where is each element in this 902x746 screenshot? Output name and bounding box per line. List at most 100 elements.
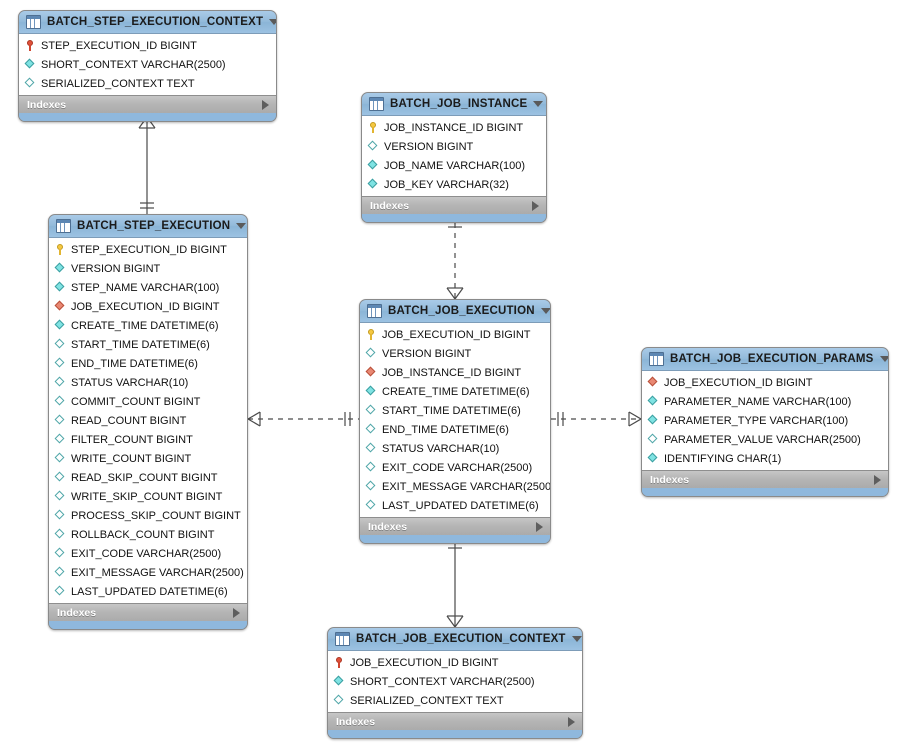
column-row[interactable]: STEP_EXECUTION_ID BIGINT bbox=[49, 240, 247, 259]
column-row[interactable]: START_TIME DATETIME(6) bbox=[360, 401, 550, 420]
entity-header-batch_job_execution_params[interactable]: BATCH_JOB_EXECUTION_PARAMS bbox=[642, 348, 888, 371]
hollow-diamond-icon bbox=[55, 453, 66, 464]
entity-batch_job_execution[interactable]: BATCH_JOB_EXECUTION JOB_EXECUTION_ID BIGI… bbox=[359, 299, 551, 544]
relationship-stepexec-context bbox=[138, 116, 156, 214]
column-row[interactable]: SHORT_CONTEXT VARCHAR(2500) bbox=[19, 55, 276, 74]
column-label: START_TIME DATETIME(6) bbox=[382, 404, 521, 417]
column-label: EXIT_CODE VARCHAR(2500) bbox=[382, 461, 533, 474]
chevron-down-icon[interactable] bbox=[236, 223, 247, 229]
column-row[interactable]: IDENTIFYING CHAR(1) bbox=[642, 449, 888, 468]
column-row[interactable]: EXIT_CODE VARCHAR(2500) bbox=[360, 458, 550, 477]
entity-header-batch_job_execution[interactable]: BATCH_JOB_EXECUTION bbox=[360, 300, 550, 323]
column-row[interactable]: PARAMETER_VALUE VARCHAR(2500) bbox=[642, 430, 888, 449]
column-row[interactable]: JOB_NAME VARCHAR(100) bbox=[362, 156, 546, 175]
chevron-right-icon[interactable] bbox=[568, 716, 575, 727]
column-row[interactable]: WRITE_SKIP_COUNT BIGINT bbox=[49, 487, 247, 506]
indexes-section-batch_step_execution[interactable]: Indexes bbox=[49, 603, 247, 621]
relationship-stepexec-jobexec-ends bbox=[247, 411, 351, 427]
column-row[interactable]: STATUS VARCHAR(10) bbox=[360, 439, 550, 458]
entity-batch_step_execution[interactable]: BATCH_STEP_EXECUTION STEP_EXECUTION_ID BI… bbox=[48, 214, 248, 630]
entity-batch_job_execution_context[interactable]: BATCH_JOB_EXECUTION_CONTEXT JOB_EXECUTION… bbox=[327, 627, 583, 739]
column-row[interactable]: LAST_UPDATED DATETIME(6) bbox=[360, 496, 550, 515]
column-label: COMMIT_COUNT BIGINT bbox=[71, 395, 201, 408]
column-row[interactable]: STEP_NAME VARCHAR(100) bbox=[49, 278, 247, 297]
hollow-diamond-icon bbox=[366, 481, 377, 492]
column-label: STEP_NAME VARCHAR(100) bbox=[71, 281, 220, 294]
hollow-diamond-icon bbox=[55, 472, 66, 483]
chevron-right-icon[interactable] bbox=[874, 474, 881, 485]
column-row[interactable]: CREATE_TIME DATETIME(6) bbox=[360, 382, 550, 401]
entity-header-batch_step_execution_context[interactable]: BATCH_STEP_EXECUTION_CONTEXT bbox=[19, 11, 276, 34]
column-row[interactable]: PROCESS_SKIP_COUNT BIGINT bbox=[49, 506, 247, 525]
chevron-down-icon[interactable] bbox=[571, 636, 582, 642]
column-label: STEP_EXECUTION_ID BIGINT bbox=[41, 39, 197, 52]
column-row[interactable]: START_TIME DATETIME(6) bbox=[49, 335, 247, 354]
indexes-section-batch_job_execution[interactable]: Indexes bbox=[360, 517, 550, 535]
column-label: LAST_UPDATED DATETIME(6) bbox=[71, 585, 228, 598]
entity-columns-batch_job_execution_params: JOB_EXECUTION_ID BIGINT PARAMETER_NAME VA… bbox=[642, 371, 888, 470]
column-row[interactable]: JOB_INSTANCE_ID BIGINT bbox=[362, 118, 546, 137]
column-label: IDENTIFYING CHAR(1) bbox=[664, 452, 782, 465]
column-row[interactable]: SHORT_CONTEXT VARCHAR(2500) bbox=[328, 672, 582, 691]
column-row[interactable]: PARAMETER_TYPE VARCHAR(100) bbox=[642, 411, 888, 430]
column-row[interactable]: END_TIME DATETIME(6) bbox=[49, 354, 247, 373]
chevron-right-icon[interactable] bbox=[262, 99, 269, 110]
entity-header-batch_step_execution[interactable]: BATCH_STEP_EXECUTION bbox=[49, 215, 247, 238]
chevron-down-icon[interactable] bbox=[540, 308, 550, 314]
column-label: SHORT_CONTEXT VARCHAR(2500) bbox=[350, 675, 535, 688]
column-row[interactable]: READ_COUNT BIGINT bbox=[49, 411, 247, 430]
column-row[interactable]: VERSION BIGINT bbox=[49, 259, 247, 278]
chevron-right-icon[interactable] bbox=[532, 200, 539, 211]
entity-batch_job_instance[interactable]: BATCH_JOB_INSTANCE JOB_INSTANCE_ID BIGINT… bbox=[361, 92, 547, 223]
hollow-diamond-icon bbox=[368, 141, 379, 152]
column-row[interactable]: JOB_EXECUTION_ID BIGINT bbox=[49, 297, 247, 316]
column-row[interactable]: EXIT_MESSAGE VARCHAR(2500) bbox=[49, 563, 247, 582]
column-row[interactable]: COMMIT_COUNT BIGINT bbox=[49, 392, 247, 411]
column-row[interactable]: VERSION BIGINT bbox=[362, 137, 546, 156]
filled-diamond-icon bbox=[366, 386, 377, 397]
column-label: READ_COUNT BIGINT bbox=[71, 414, 187, 427]
column-row[interactable]: FILTER_COUNT BIGINT bbox=[49, 430, 247, 449]
column-row[interactable]: SERIALIZED_CONTEXT TEXT bbox=[328, 691, 582, 710]
column-row[interactable]: ROLLBACK_COUNT BIGINT bbox=[49, 525, 247, 544]
entity-header-batch_job_instance[interactable]: BATCH_JOB_INSTANCE bbox=[362, 93, 546, 116]
chevron-down-icon[interactable] bbox=[269, 19, 276, 25]
column-row[interactable]: EXIT_MESSAGE VARCHAR(2500) bbox=[360, 477, 550, 496]
column-row[interactable]: CREATE_TIME DATETIME(6) bbox=[49, 316, 247, 335]
column-row[interactable]: SERIALIZED_CONTEXT TEXT bbox=[19, 74, 276, 93]
chevron-right-icon[interactable] bbox=[536, 521, 543, 532]
indexes-section-batch_job_execution_context[interactable]: Indexes bbox=[328, 712, 582, 730]
column-row[interactable]: END_TIME DATETIME(6) bbox=[360, 420, 550, 439]
column-row[interactable]: JOB_INSTANCE_ID BIGINT bbox=[360, 363, 550, 382]
column-row[interactable]: JOB_EXECUTION_ID BIGINT bbox=[642, 373, 888, 392]
column-row[interactable]: PARAMETER_NAME VARCHAR(100) bbox=[642, 392, 888, 411]
column-row[interactable]: STEP_EXECUTION_ID BIGINT bbox=[19, 36, 276, 55]
column-row[interactable]: VERSION BIGINT bbox=[360, 344, 550, 363]
column-label: ROLLBACK_COUNT BIGINT bbox=[71, 528, 215, 541]
column-row[interactable]: STATUS VARCHAR(10) bbox=[49, 373, 247, 392]
column-row[interactable]: JOB_KEY VARCHAR(32) bbox=[362, 175, 546, 194]
chevron-down-icon[interactable] bbox=[879, 356, 888, 362]
chevron-down-icon[interactable] bbox=[533, 101, 544, 107]
column-row[interactable]: JOB_EXECUTION_ID BIGINT bbox=[360, 325, 550, 344]
red-key-icon bbox=[334, 657, 345, 668]
column-row[interactable]: READ_SKIP_COUNT BIGINT bbox=[49, 468, 247, 487]
filled-diamond-icon bbox=[368, 160, 379, 171]
entity-batch_step_execution_context[interactable]: BATCH_STEP_EXECUTION_CONTEXT STEP_EXECUTI… bbox=[18, 10, 277, 122]
column-label: JOB_KEY VARCHAR(32) bbox=[384, 178, 509, 191]
column-label: PARAMETER_NAME VARCHAR(100) bbox=[664, 395, 852, 408]
red-diamond-icon bbox=[366, 367, 377, 378]
yellow-key-icon bbox=[368, 122, 379, 133]
column-row[interactable]: WRITE_COUNT BIGINT bbox=[49, 449, 247, 468]
indexes-section-batch_step_execution_context[interactable]: Indexes bbox=[19, 95, 276, 113]
indexes-section-batch_job_execution_params[interactable]: Indexes bbox=[642, 470, 888, 488]
column-row[interactable]: EXIT_CODE VARCHAR(2500) bbox=[49, 544, 247, 563]
entity-header-batch_job_execution_context[interactable]: BATCH_JOB_EXECUTION_CONTEXT bbox=[328, 628, 582, 651]
column-row[interactable]: LAST_UPDATED DATETIME(6) bbox=[49, 582, 247, 601]
column-label: END_TIME DATETIME(6) bbox=[382, 423, 509, 436]
indexes-section-batch_job_instance[interactable]: Indexes bbox=[362, 196, 546, 214]
column-row[interactable]: JOB_EXECUTION_ID BIGINT bbox=[328, 653, 582, 672]
chevron-right-icon[interactable] bbox=[233, 607, 240, 618]
